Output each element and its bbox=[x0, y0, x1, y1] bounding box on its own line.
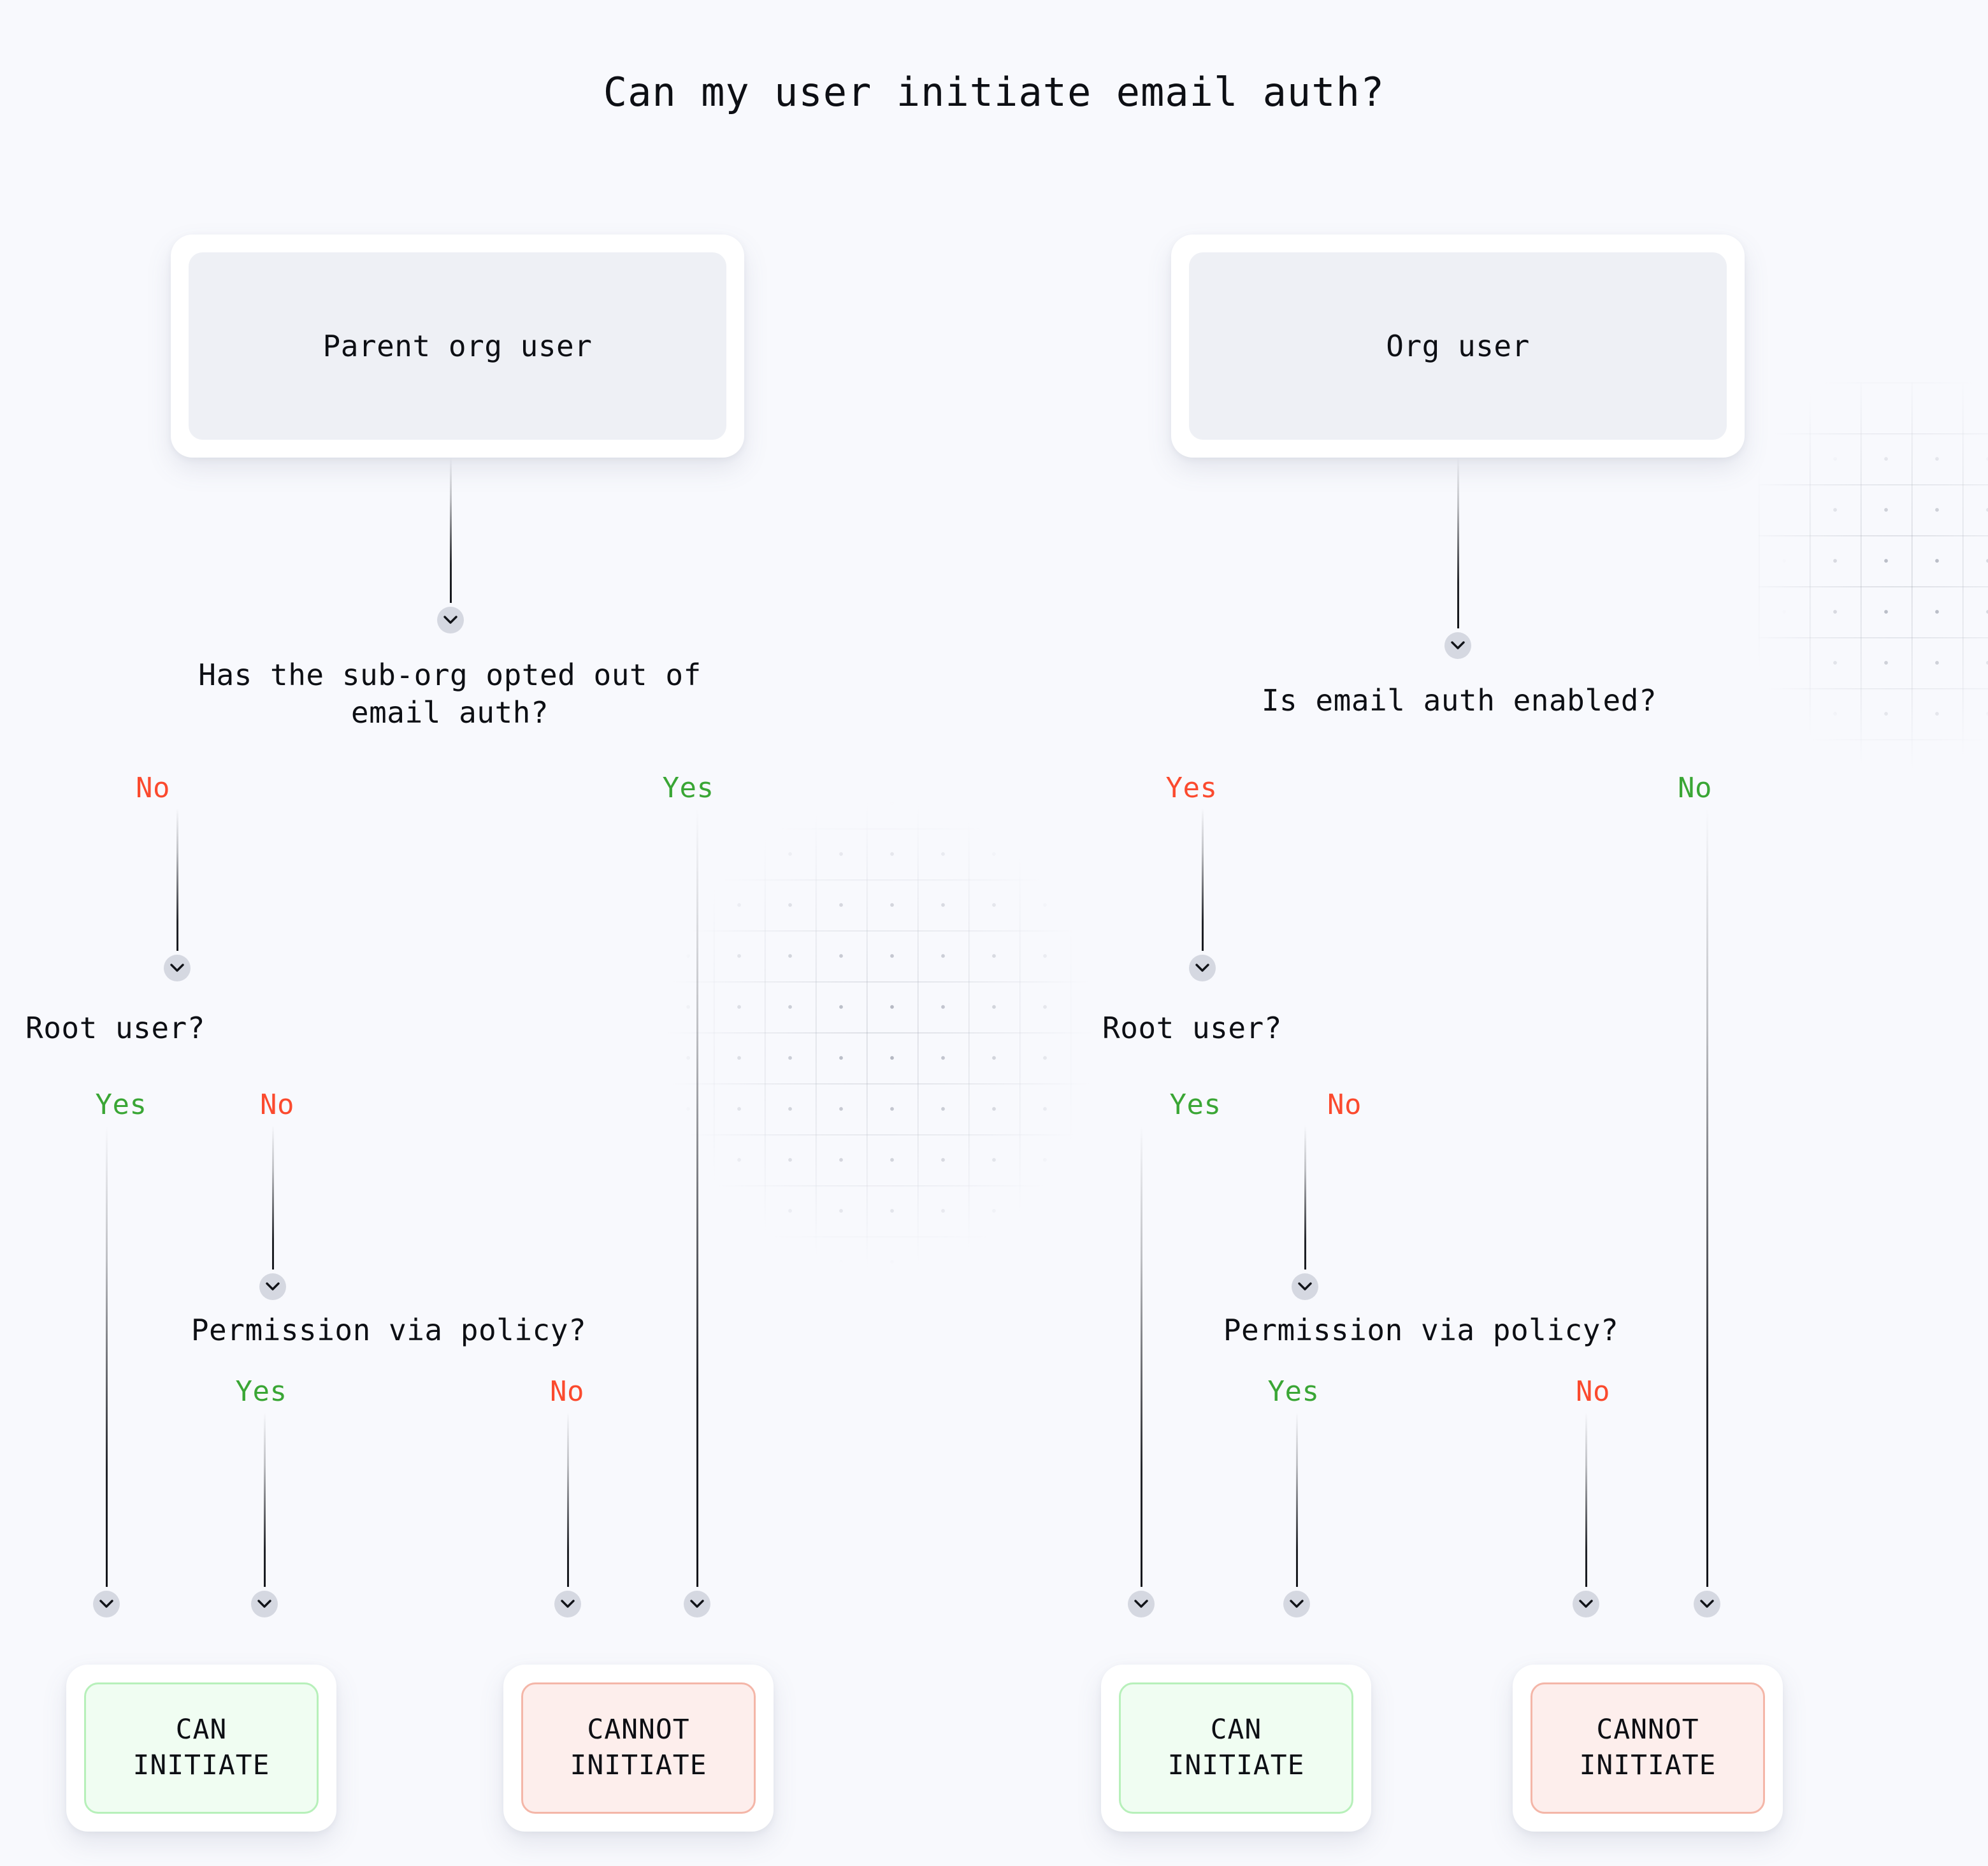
background-grid-dots-center bbox=[612, 676, 1172, 1275]
edge-left-q3no-to-cannot bbox=[567, 1412, 569, 1603]
background-grid-lines-center bbox=[612, 676, 1172, 1275]
chevron-down-icon-left-q1[interactable] bbox=[437, 607, 464, 633]
answer-left-q3-no[interactable]: No bbox=[550, 1375, 584, 1408]
question-left-q3: Permission via policy? bbox=[191, 1313, 587, 1347]
answer-right-q1-yes[interactable]: Yes bbox=[1165, 772, 1218, 804]
background-grid-lines-right bbox=[1759, 382, 1988, 790]
edge-right-q2yes-to-can bbox=[1141, 1125, 1142, 1603]
chevron-down-icon-left-can-b[interactable] bbox=[251, 1591, 278, 1617]
edge-right-q1yes-to-q2 bbox=[1202, 808, 1204, 966]
answer-left-q2-no[interactable]: No bbox=[260, 1088, 294, 1121]
edge-left-q3yes-to-can bbox=[264, 1412, 266, 1603]
chevron-down-icon-left-cannot-b[interactable] bbox=[684, 1591, 710, 1617]
page-title: Can my user initiate email auth? bbox=[603, 69, 1385, 115]
chevron-down-icon-right-can-a[interactable] bbox=[1128, 1591, 1155, 1617]
answer-right-q1-no[interactable]: No bbox=[1678, 772, 1712, 804]
edge-left-q2yes-to-can bbox=[106, 1125, 108, 1603]
answer-right-q3-no[interactable]: No bbox=[1576, 1375, 1610, 1408]
result-left-can-initiate-panel: CAN INITIATE bbox=[84, 1682, 319, 1814]
answer-right-q2-no[interactable]: No bbox=[1327, 1088, 1362, 1121]
result-right-can-initiate-panel: CAN INITIATE bbox=[1119, 1682, 1353, 1814]
question-right-q3: Permission via policy? bbox=[1223, 1313, 1619, 1347]
result-right-cannot-initiate-label: CANNOT INITIATE bbox=[1579, 1714, 1717, 1781]
node-parent-org-user-label: Parent org user bbox=[322, 328, 593, 363]
question-left-q2: Root user? bbox=[25, 1011, 205, 1045]
result-right-cannot-initiate-panel: CANNOT INITIATE bbox=[1531, 1682, 1765, 1814]
edge-right-q2no-to-q3 bbox=[1304, 1125, 1306, 1286]
chevron-down-icon-right-q3[interactable] bbox=[1292, 1273, 1318, 1300]
chevron-down-icon-right-cannot-b[interactable] bbox=[1694, 1591, 1720, 1617]
result-right-can-initiate[interactable]: CAN INITIATE bbox=[1101, 1665, 1371, 1832]
answer-left-q1-no[interactable]: No bbox=[136, 772, 170, 804]
node-org-user-panel: Org user bbox=[1189, 252, 1727, 440]
chevron-down-icon-right-q2[interactable] bbox=[1189, 955, 1216, 981]
result-left-cannot-initiate[interactable]: CANNOT INITIATE bbox=[503, 1665, 774, 1832]
chevron-down-icon-left-cannot-a[interactable] bbox=[554, 1591, 581, 1617]
chevron-down-icon-right-cannot-a[interactable] bbox=[1573, 1591, 1599, 1617]
node-org-user-label: Org user bbox=[1386, 328, 1530, 363]
result-right-cannot-initiate[interactable]: CANNOT INITIATE bbox=[1513, 1665, 1783, 1832]
background-grid-dots-right bbox=[1759, 382, 1988, 790]
chevron-down-icon-left-can-a[interactable] bbox=[93, 1591, 120, 1617]
edge-right-root-to-q1 bbox=[1457, 458, 1459, 631]
question-left-q1: Has the sub-org opted out of email auth? bbox=[198, 658, 702, 730]
edge-left-q1yes-to-cannot bbox=[696, 808, 698, 1603]
chevron-down-icon-right-can-b[interactable] bbox=[1283, 1591, 1310, 1617]
result-left-cannot-initiate-panel: CANNOT INITIATE bbox=[521, 1682, 756, 1814]
node-org-user[interactable]: Org user bbox=[1171, 235, 1745, 458]
result-left-cannot-initiate-label: CANNOT INITIATE bbox=[570, 1714, 707, 1781]
edge-right-q3no-to-cannot bbox=[1585, 1412, 1587, 1603]
edge-right-q1no-to-cannot bbox=[1706, 808, 1708, 1603]
edge-right-q3yes-to-can bbox=[1296, 1412, 1298, 1603]
chevron-down-icon-left-q3[interactable] bbox=[259, 1273, 286, 1300]
question-right-q2: Root user? bbox=[1102, 1011, 1282, 1045]
chevron-down-icon-right-q1[interactable] bbox=[1444, 632, 1471, 659]
answer-right-q3-yes[interactable]: Yes bbox=[1267, 1375, 1320, 1408]
answer-left-q2-yes[interactable]: Yes bbox=[95, 1088, 147, 1121]
edge-left-q2no-to-q3 bbox=[272, 1125, 274, 1286]
chevron-down-icon-left-q2[interactable] bbox=[164, 955, 191, 981]
edge-left-root-to-q1 bbox=[450, 458, 452, 605]
node-parent-org-user[interactable]: Parent org user bbox=[171, 235, 744, 458]
answer-left-q3-yes[interactable]: Yes bbox=[235, 1375, 287, 1408]
question-right-q1: Is email auth enabled? bbox=[1261, 683, 1657, 718]
result-left-can-initiate-label: CAN INITIATE bbox=[133, 1714, 270, 1781]
node-parent-org-user-panel: Parent org user bbox=[189, 252, 726, 440]
answer-left-q1-yes[interactable]: Yes bbox=[662, 772, 714, 804]
result-right-can-initiate-label: CAN INITIATE bbox=[1167, 1714, 1305, 1781]
result-left-can-initiate[interactable]: CAN INITIATE bbox=[66, 1665, 336, 1832]
edge-left-q1no-to-q2 bbox=[176, 808, 178, 966]
answer-right-q2-yes[interactable]: Yes bbox=[1169, 1088, 1221, 1121]
